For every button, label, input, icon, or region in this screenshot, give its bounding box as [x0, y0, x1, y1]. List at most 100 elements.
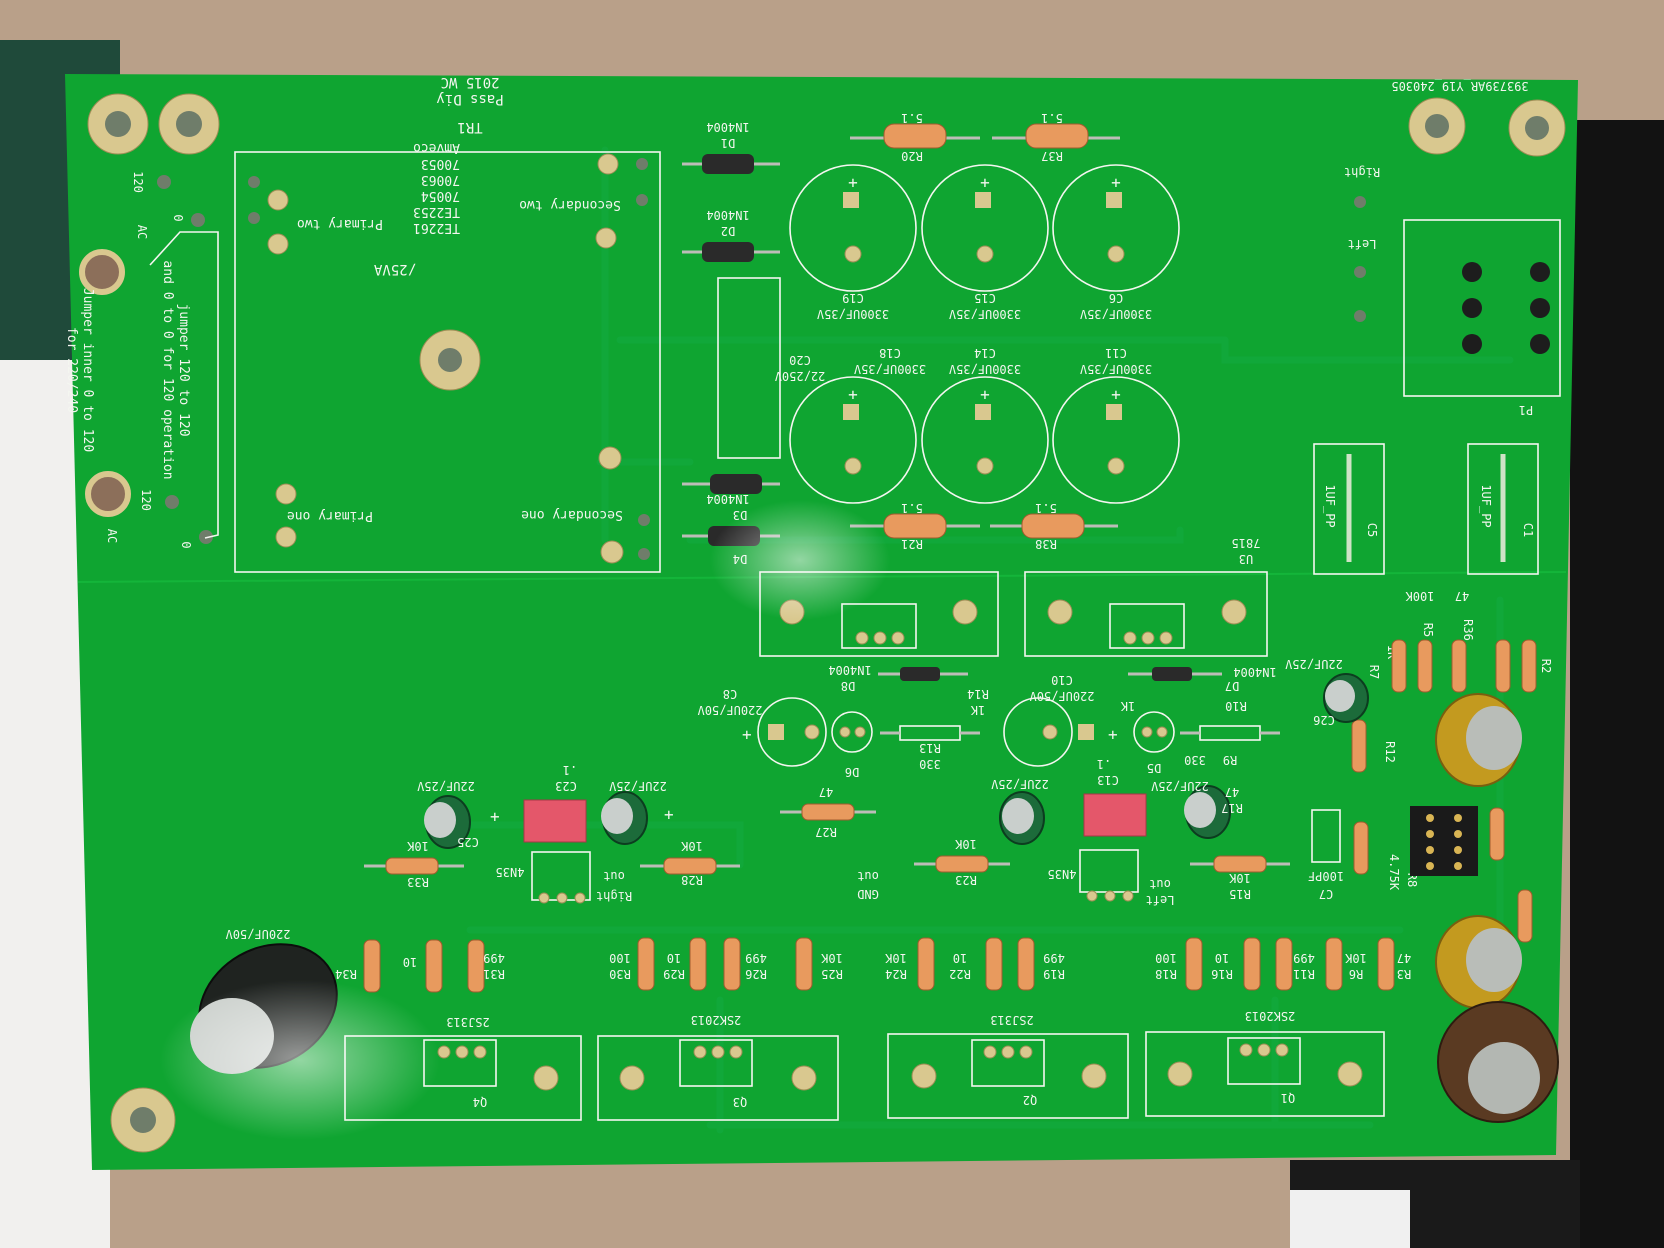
- gold-cap-lower-top: [1466, 928, 1522, 992]
- svg-text:+: +: [980, 385, 990, 404]
- r22-label: R22: [949, 967, 971, 981]
- c7-label: C7: [1319, 887, 1333, 901]
- jumper-note-2: and 0 to 0 for 120 operation: [160, 260, 175, 479]
- r34-label: R34: [335, 967, 357, 981]
- svg-text:+: +: [848, 173, 858, 192]
- svg-text:R23: R23: [955, 873, 977, 887]
- svg-text:220UF/50V: 220UF/50V: [225, 927, 290, 941]
- brown-cap-top: [1468, 1042, 1540, 1114]
- r16-label: R16: [1211, 967, 1233, 981]
- pad-right-in: [1354, 196, 1366, 208]
- svg-text:1UF_PP: 1UF_PP: [1479, 484, 1493, 527]
- svg-text:10K: 10K: [406, 839, 428, 853]
- cap-c8: + 220UF/50V C8: [697, 687, 827, 767]
- svg-text:D1: D1: [721, 136, 735, 150]
- vertical-resistor-row: [363, 937, 1395, 993]
- svg-text:3300UF/35V: 3300UF/35V: [1080, 307, 1152, 321]
- svg-text:3300UF/35V: 3300UF/35V: [1080, 362, 1152, 376]
- svg-text:D2: D2: [721, 224, 735, 238]
- svg-text:47: 47: [1225, 785, 1239, 799]
- svg-text:220UF/50V: 220UF/50V: [697, 703, 762, 717]
- svg-text:10K: 10K: [1228, 871, 1250, 885]
- tap-120-bottom: 120: [139, 489, 153, 511]
- svg-text:C19: C19: [842, 291, 864, 305]
- r11-label: R11: [1293, 967, 1315, 981]
- film-cap-c1: 1UF_PP C1: [1467, 443, 1539, 575]
- svg-text:C1: C1: [1521, 523, 1535, 537]
- svg-text:1N4004: 1N4004: [706, 492, 749, 506]
- cap-c26: 22UF/25V C26: [1285, 657, 1369, 727]
- ac-terminal-top: [79, 249, 125, 295]
- svg-text:R17: R17: [1221, 801, 1243, 815]
- svg-text:R10: R10: [1225, 699, 1247, 713]
- r12-label: R12: [1383, 741, 1397, 763]
- svg-text:U3: U3: [1239, 552, 1253, 566]
- svg-text:7815: 7815: [1232, 536, 1261, 550]
- light-glare: [710, 500, 890, 620]
- r25-value: 10K: [820, 951, 842, 965]
- svg-text:1N4004: 1N4004: [706, 120, 749, 134]
- svg-text:D8: D8: [841, 679, 855, 693]
- pad-gnd-in: [1354, 310, 1366, 322]
- tr-part-2: TE2253: [413, 204, 460, 219]
- q3-part: 2SK2013: [691, 1013, 742, 1027]
- r16-value: 10: [1215, 951, 1229, 965]
- board-serial: 393739AR_Y19_240305: [1391, 79, 1528, 93]
- mains-tap-pads: [157, 175, 213, 544]
- svg-text:1N4004: 1N4004: [706, 208, 749, 222]
- r29-value: 10: [667, 951, 681, 965]
- cap-c22uf-mid: 22UF/25V: [991, 777, 1049, 845]
- resistor-r28: 10K R28: [640, 839, 740, 887]
- svg-text:P1: P1: [1519, 403, 1533, 417]
- cap-c28: + 22UF/25V: [601, 779, 674, 845]
- r29-label: R29: [663, 967, 685, 981]
- light-glare-lower: [160, 980, 440, 1140]
- svg-text:+: +: [1108, 725, 1118, 744]
- r6-label: R6: [1349, 967, 1363, 981]
- regulator-u3: U3 7815: [1024, 536, 1268, 657]
- svg-text:5.1: 5.1: [901, 501, 923, 515]
- ac-terminal-bottom: [85, 471, 131, 517]
- svg-text:3300UF/35V: 3300UF/35V: [949, 362, 1021, 376]
- resistor-r15: 10K R15: [1190, 855, 1290, 901]
- opto-left: 4N35: [496, 851, 591, 904]
- svg-text:5.1: 5.1: [901, 111, 923, 125]
- svg-text:C8: C8: [723, 687, 737, 701]
- svg-text:1UF_PP: 1UF_PP: [1323, 484, 1337, 527]
- tr-part-4: 70063: [421, 172, 460, 187]
- r3-value: 47: [1397, 951, 1411, 965]
- svg-text:.1: .1: [563, 763, 577, 777]
- resistor-r33: 10K R33: [364, 839, 464, 889]
- svg-text:R21: R21: [901, 537, 923, 551]
- jumper-note-3: Jumper inner 0 to 120: [80, 288, 95, 452]
- tap-120-top: 120: [131, 171, 145, 193]
- svg-text:22UF/25V: 22UF/25V: [609, 779, 667, 793]
- primary-one-label: Primary one: [287, 508, 373, 523]
- svg-text:1K: 1K: [970, 703, 985, 717]
- pad-left-in: [1354, 266, 1366, 278]
- resistor-r20: R20 5.1: [850, 111, 980, 163]
- resistor-r37: R37 5.1: [992, 111, 1120, 163]
- svg-text:+: +: [742, 725, 752, 744]
- diode-d6: D6: [831, 711, 873, 779]
- svg-text:3300UF/35V: 3300UF/35V: [854, 362, 926, 376]
- svg-text:22UF/25V: 22UF/25V: [1285, 657, 1343, 671]
- tr-rating: /25VA: [373, 261, 416, 277]
- svg-text:R28: R28: [681, 873, 703, 887]
- diode-d8: 1N4004 D8: [828, 663, 968, 693]
- r30-value: 100: [609, 951, 631, 965]
- svg-text:R33: R33: [407, 875, 429, 889]
- r26-value: 499: [745, 951, 767, 965]
- designer-text: Pass Diy: [436, 91, 503, 107]
- out-label-gnd: out: [857, 869, 879, 883]
- c20-value: 22/250V: [775, 369, 826, 383]
- diode-d1: 1N4004 D1: [682, 120, 780, 174]
- q1-part: 2SK2013: [1245, 1009, 1296, 1023]
- svg-text:C23: C23: [555, 779, 577, 793]
